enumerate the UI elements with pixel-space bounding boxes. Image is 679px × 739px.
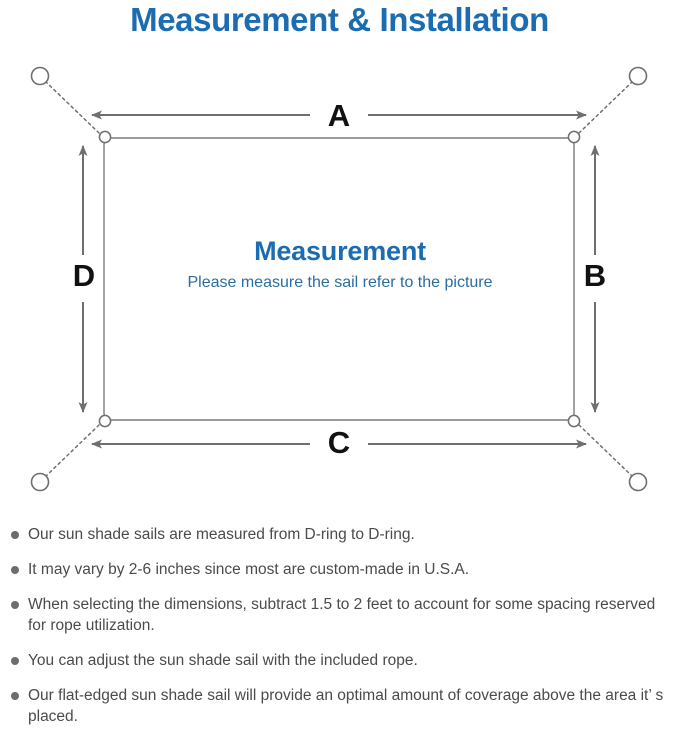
- shade-sail-measurement-diagram: A B C D Measurement Please measure the s…: [0, 50, 679, 510]
- list-item-text: Our sun shade sails are measured from D-…: [28, 526, 415, 543]
- bullet-icon: [11, 692, 19, 700]
- sail-center-text: Measurement Please measure the sail refe…: [110, 235, 570, 294]
- d-ring-bottom-left-icon: [98, 414, 112, 428]
- list-item-text: When selecting the dimensions, subtract …: [28, 596, 656, 634]
- rope-line-bottom-left: [45, 424, 100, 477]
- anchor-top-right-icon: [628, 66, 648, 86]
- anchor-bottom-right-icon: [628, 472, 648, 492]
- dimension-label-b: B: [583, 258, 607, 293]
- anchor-bottom-left-icon: [30, 472, 50, 492]
- anchor-top-left-icon: [30, 66, 50, 86]
- bullet-icon: [11, 531, 19, 539]
- list-item-text: Our flat-edged sun shade sail will provi…: [28, 687, 664, 725]
- list-item-text: It may vary by 2-6 inches since most are…: [28, 561, 470, 578]
- d-ring-top-left-icon: [98, 130, 112, 144]
- diagram-svg: [30, 66, 648, 492]
- d-ring-top-right-icon: [567, 130, 581, 144]
- rope-line-bottom-right: [578, 424, 633, 477]
- bullet-icon: [11, 566, 19, 574]
- dimension-label-d: D: [72, 258, 96, 293]
- dimension-label-a: A: [327, 98, 351, 133]
- bullet-icon: [11, 601, 19, 609]
- list-item: It may vary by 2-6 inches since most are…: [0, 559, 679, 580]
- list-item: When selecting the dimensions, subtract …: [0, 594, 679, 636]
- bullet-icon: [11, 657, 19, 665]
- sail-heading: Measurement: [254, 236, 426, 266]
- sail-subheading: Please measure the sail refer to the pic…: [187, 274, 493, 291]
- page-title: Measurement & Installation: [130, 1, 549, 38]
- sail-rectangle: [103, 137, 575, 421]
- list-item: Our sun shade sails are measured from D-…: [0, 524, 679, 545]
- dimension-label-c: C: [327, 425, 351, 460]
- rope-line-top-right: [578, 81, 633, 134]
- d-ring-bottom-right-icon: [567, 414, 581, 428]
- rope-line-top-left: [45, 81, 100, 134]
- notes-list: Our sun shade sails are measured from D-…: [0, 524, 679, 727]
- list-item: You can adjust the sun shade sail with t…: [0, 650, 679, 671]
- list-item-text: You can adjust the sun shade sail with t…: [28, 652, 418, 669]
- list-item: Our flat-edged sun shade sail will provi…: [0, 685, 679, 727]
